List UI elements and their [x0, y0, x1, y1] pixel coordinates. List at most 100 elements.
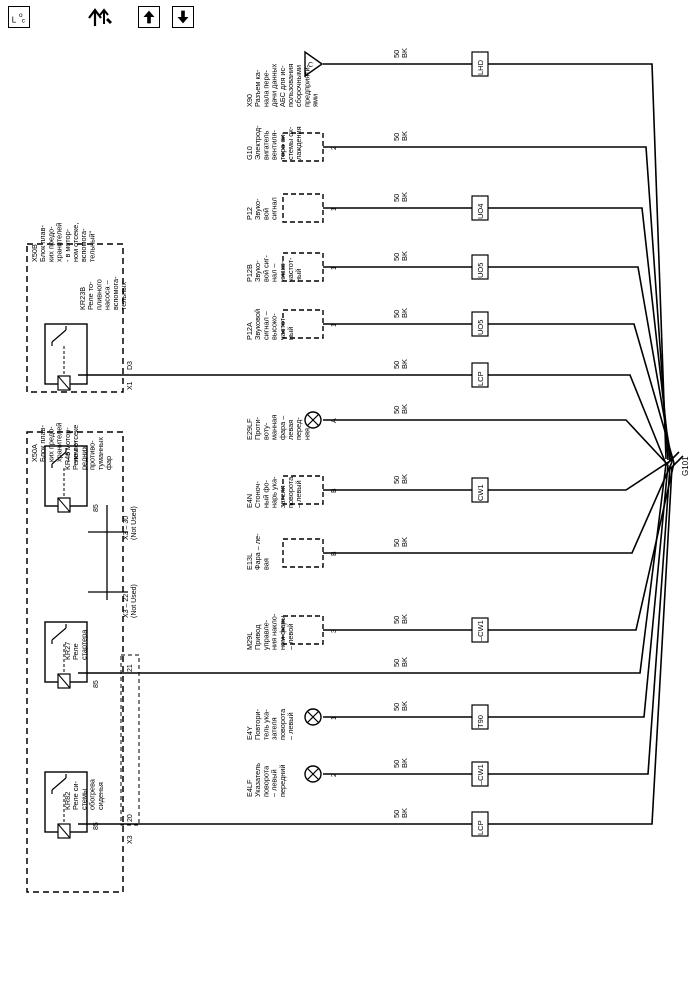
- wire-label-cw1a: CW1: [476, 484, 485, 501]
- component-label-x90: X90Разъем ка-нала пере-дачи данныхАБС дл…: [245, 63, 320, 107]
- pin-p12b: 1: [331, 266, 338, 270]
- wire-spec-kr27: 50BK: [392, 657, 409, 667]
- component-label-e4lf: E4LFУказательповорота– левыйпередний: [245, 763, 287, 797]
- pin-x1: X1: [127, 381, 134, 390]
- component-label-p12b: P12BЗвуко-вой сиг-нал –низко-частот-ный: [245, 255, 303, 282]
- pin-e29lf: A: [331, 418, 338, 423]
- wire-p12b: [323, 266, 673, 463]
- relay-kr46: [44, 445, 88, 513]
- wire-label-box: [471, 704, 489, 730]
- wire-layer: [78, 51, 684, 837]
- arrow-down-icon[interactable]: [172, 6, 194, 28]
- wire-spec-e4n: 50BK: [392, 474, 409, 484]
- wire-e4lf: [323, 465, 671, 775]
- relay-label-kr82: KR82Реле си-стемыобогревасиденья: [63, 778, 105, 810]
- wire-label-box: [471, 195, 489, 221]
- wire-label-box: [471, 477, 489, 503]
- pin-kr27-85: 85: [93, 680, 100, 688]
- pin-x90: C: [308, 62, 313, 69]
- wire-label-uo4: UO4: [476, 204, 485, 219]
- pin-d3: D3: [127, 361, 134, 370]
- relay-kr27: [44, 621, 88, 689]
- wire-label-lcp2: LCP: [476, 820, 485, 835]
- wire-label-cw1c: –CW1: [476, 764, 485, 785]
- component-label-e4y: E4YПовтори-тель ука-зателяповорота– левы…: [245, 708, 295, 740]
- wire-x90: [323, 63, 667, 460]
- wire-label-uo5b: UO5: [476, 320, 485, 335]
- pin-x3: X3: [127, 835, 134, 844]
- wire-e29lf: [323, 419, 669, 466]
- component-label-p12a: P12AЗвуковойсигнал –высоко-частот-ный: [245, 309, 295, 340]
- block-label-x50b: X50BБлок плав-ких предо-хранителей- в мо…: [30, 223, 96, 262]
- block-label-x50a: X50AБлок плав-ких предо-хранителей– в мо…: [30, 423, 80, 462]
- component-label-g10: G10Электрод-вигательвентиля-тора си-стем…: [245, 125, 303, 160]
- wire-spec-e4y: 50BK: [392, 701, 409, 711]
- wire-label-box: [471, 811, 489, 837]
- relay-label-kr46: KR46Реле пе-реднихпротиво-туманныхфар: [63, 437, 113, 470]
- component-label-e13l: E13LФара – ле-вая: [245, 533, 270, 570]
- wire-spec-m29l: 50BK: [392, 614, 409, 624]
- pin-x3-30: X3 – 30(Not Used): [123, 506, 138, 540]
- relay-kr23b: [44, 323, 88, 391]
- component-g10: [282, 132, 324, 162]
- pin-20: 20: [127, 814, 134, 822]
- relay-label-kr23b: KR23BРеле то-пливногонасоса –вспомога-те…: [78, 276, 128, 310]
- wire-label-lhd: LHD: [476, 59, 485, 75]
- wire-kr27: [78, 463, 667, 674]
- component-p12b: [282, 252, 324, 282]
- pin-g10: 2: [331, 146, 338, 150]
- component-p12a: [282, 309, 324, 339]
- pin-e4y: 1: [331, 716, 338, 720]
- relay-layer: [44, 323, 88, 839]
- wire-g10: [323, 146, 669, 461]
- wire-spec-p12a: 50BK: [392, 308, 409, 318]
- arrow-up-icon[interactable]: [138, 6, 160, 28]
- wire-label-cw1b: –CW1: [476, 620, 485, 641]
- wire-label-lcp1: LCP: [476, 371, 485, 386]
- wire-spec-p12b: 50BK: [392, 251, 409, 261]
- connector-x90: [304, 50, 324, 78]
- ground-label: G101: [681, 456, 690, 476]
- wire-p12: [323, 207, 671, 462]
- svg-text:L: L: [12, 15, 17, 24]
- component-e4n: [282, 475, 324, 505]
- component-m29l: [282, 615, 324, 645]
- pin-kr46-85: 85: [93, 504, 100, 512]
- wire-e4n: [323, 460, 671, 491]
- lamp-cross: [306, 710, 320, 724]
- svg-text:o: o: [19, 12, 23, 19]
- wire-spec-x90: 50BK: [392, 48, 409, 58]
- wire-e4y: [323, 464, 669, 718]
- wire-kr23b: [78, 374, 667, 465]
- pin-m29l: 3: [331, 629, 338, 633]
- text-layer: G101 50BK LHD 50BK 50BK UO4 50BK UO5 50BK UO5 50BK…: [30, 48, 690, 844]
- component-label-p12: P12Звуко-войсигнал: [245, 197, 279, 220]
- wire-label-t90: T90: [476, 715, 485, 728]
- wire-spec-g10: 50BK: [392, 131, 409, 141]
- component-label-e29lf: E29LFПроти-воту-маннаяфара –леваяперед-н…: [245, 415, 311, 440]
- wire-kr82: [78, 466, 673, 825]
- wire-spec-kr82: 50BK: [392, 808, 409, 818]
- wire-label-box: [471, 311, 489, 337]
- pin-x3-22: X3 – 22(Not Used): [123, 584, 138, 618]
- wire-label-box: [471, 761, 489, 787]
- wire-label-box: [471, 51, 489, 77]
- wire-m29l: [323, 462, 675, 631]
- static-lines: [26, 243, 140, 893]
- wire-spec-e4lf: 50BK: [392, 758, 409, 768]
- pin-21: 21: [127, 664, 134, 672]
- pin-e13l: B: [331, 551, 338, 556]
- pin-p12: 1: [331, 207, 338, 211]
- wire-e13l: [323, 461, 673, 554]
- location-icon[interactable]: [86, 4, 116, 30]
- wire-label-box: [471, 617, 489, 643]
- pin-e4lf: 2: [331, 773, 338, 777]
- relay-label-kr27: KR27Релестартера: [63, 629, 88, 660]
- wire-spec-e29lf: 50BK: [392, 404, 409, 414]
- component-label-m29l: M29LПриводуправле-ния накло-ном фары– ле…: [245, 613, 295, 650]
- wire-label-uo5a: UO5: [476, 263, 485, 278]
- wire-label-box: [471, 362, 489, 388]
